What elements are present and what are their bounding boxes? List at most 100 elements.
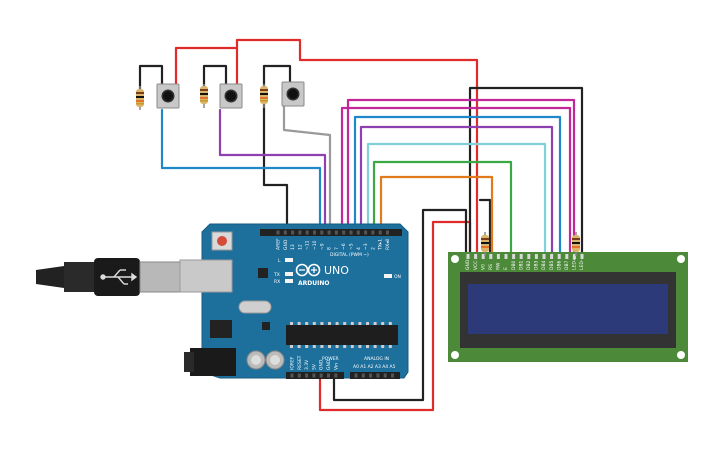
usb-jack <box>179 259 233 293</box>
lcd-pin-header <box>466 254 584 259</box>
digital-pin[interactable] <box>349 230 353 235</box>
lcd-pin[interactable] <box>504 254 508 259</box>
lcd-pin-label: DB6 <box>556 260 562 270</box>
analog-pin-label: A4 <box>382 364 388 370</box>
lcd-pin[interactable] <box>466 254 470 259</box>
power-pin-label: GND <box>326 359 332 370</box>
digital-pin[interactable] <box>342 230 346 235</box>
digital-pin-label: TX▸1 <box>378 239 384 251</box>
button-group <box>136 81 305 110</box>
lcd-pin-label: LED+ <box>572 257 578 270</box>
digital-pin-label: RX◂0 <box>385 239 391 250</box>
power-jack <box>190 348 236 376</box>
analog-pin-label: A2 <box>368 364 374 370</box>
wire-magenta-rs <box>340 106 572 257</box>
lcd-resistor-2 <box>572 232 580 256</box>
digital-pin-label: 13 <box>290 244 296 250</box>
lcd-pin-label: DB2 <box>526 260 532 270</box>
push-button-2[interactable] <box>219 83 243 109</box>
digital-pin-label: ~6 <box>341 243 347 250</box>
wire-red-5v-top <box>174 46 239 97</box>
usb-cable <box>36 258 183 296</box>
analog-pin[interactable] <box>383 373 387 378</box>
capacitor-1 <box>246 350 266 370</box>
power-pin[interactable] <box>305 373 309 378</box>
arduino-logo <box>295 263 321 277</box>
digital-pin-label: 8 <box>327 247 333 250</box>
digital-pin[interactable] <box>371 230 375 235</box>
analog-pin[interactable] <box>391 373 394 378</box>
digital-pin[interactable] <box>334 230 338 235</box>
digital-pin[interactable] <box>364 230 368 235</box>
lcd-pin[interactable] <box>550 254 554 259</box>
digital-pin[interactable] <box>291 230 295 235</box>
digital-pin[interactable] <box>305 230 309 235</box>
analog-label: ANALOG IN <box>364 356 389 362</box>
power-pin-label: 3.3V <box>304 359 310 370</box>
analog-pin[interactable] <box>354 373 358 378</box>
digital-pin[interactable] <box>327 230 331 235</box>
analog-pin-label: A3 <box>375 364 381 370</box>
lcd-pin[interactable] <box>565 254 569 259</box>
power-pin-label: Vin <box>333 363 339 370</box>
analog-header <box>350 372 400 379</box>
digital-pin-label: ~9 <box>319 243 325 250</box>
lcd-pin[interactable] <box>580 254 584 259</box>
power-pin[interactable] <box>312 373 316 378</box>
resistor-2 <box>200 84 208 108</box>
analog-pin[interactable] <box>369 373 373 378</box>
lcd-pin-label: V0 <box>480 264 486 270</box>
led-indicators: L TX RX ON <box>273 258 401 285</box>
atmega-chip <box>286 322 398 348</box>
led-on-label: ON <box>394 274 401 280</box>
wire-black-lcd-rw <box>478 198 492 257</box>
digital-pin[interactable] <box>313 230 316 235</box>
power-pin[interactable] <box>319 373 323 378</box>
power-pin[interactable] <box>334 373 338 378</box>
push-button-1[interactable] <box>156 83 180 109</box>
digital-pin-label: ~3 <box>363 243 369 250</box>
crystal <box>238 300 272 314</box>
lcd-pin[interactable] <box>527 254 531 259</box>
digital-pin-label: ~11 <box>305 240 311 250</box>
lcd-pin-label: VCC <box>473 261 479 270</box>
digital-label: DIGITAL (PWM ~) <box>330 252 369 258</box>
push-button-3[interactable] <box>281 81 305 107</box>
digital-pin[interactable] <box>386 230 389 235</box>
wire-orange-rw <box>379 175 494 257</box>
lcd-pin-label: DB5 <box>549 260 555 270</box>
digital-pin[interactable] <box>283 230 287 235</box>
lcd-pin-label: RW <box>496 262 502 270</box>
digital-pin[interactable] <box>320 230 324 235</box>
lcd-pin[interactable] <box>496 254 500 259</box>
power-pin-label: GND <box>319 359 325 370</box>
lcd-pin[interactable] <box>534 254 538 259</box>
reset-button[interactable] <box>211 231 233 251</box>
lcd-pin[interactable] <box>512 254 516 259</box>
regulator <box>210 320 232 338</box>
digital-pin-label: AREF <box>276 238 282 250</box>
digital-pin[interactable] <box>378 230 382 235</box>
lcd-pin[interactable] <box>489 254 493 259</box>
power-pin[interactable] <box>297 373 301 378</box>
lcd-pin-label: DB1 <box>518 260 524 270</box>
digital-pin[interactable] <box>276 230 280 235</box>
lcd-pin[interactable] <box>572 254 576 259</box>
lcd-pin[interactable] <box>557 254 561 259</box>
digital-pin-label: 2 <box>370 247 376 250</box>
lcd-pin[interactable] <box>474 254 478 259</box>
digital-pin-label: 12 <box>297 244 303 250</box>
lcd-pin-label: DB4 <box>541 260 547 270</box>
digital-pin[interactable] <box>356 230 360 235</box>
analog-pin-label: A5 <box>390 364 396 370</box>
power-pin[interactable] <box>327 373 330 378</box>
model-label: UNO <box>324 264 349 277</box>
wire-magenta-e <box>346 98 576 257</box>
power-pin[interactable] <box>290 373 294 378</box>
digital-pin[interactable] <box>298 230 302 235</box>
lcd-pin[interactable] <box>481 254 485 259</box>
lcd-pin[interactable] <box>542 254 546 259</box>
analog-pin[interactable] <box>376 373 380 378</box>
analog-pin[interactable] <box>361 373 365 378</box>
lcd-pin[interactable] <box>519 254 523 259</box>
